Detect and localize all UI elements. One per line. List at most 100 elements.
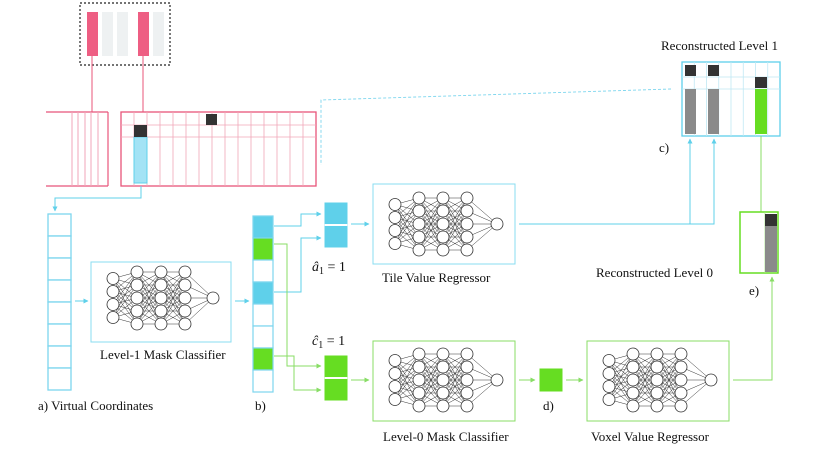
c-hat-cell-1 [324, 355, 348, 378]
nn-neuron [106, 311, 120, 324]
nn-edge [680, 379, 712, 407]
nn-neuron [130, 317, 144, 331]
a-hat-subscript: 1 [319, 266, 324, 277]
nn-neuron [460, 347, 474, 361]
nn-neuron [626, 360, 640, 374]
level1-mask-network [106, 265, 220, 331]
nn-neuron [490, 373, 504, 387]
recon0-frame [739, 211, 779, 274]
nn-edge [656, 353, 682, 394]
c-hat-cell-2 [324, 378, 348, 401]
e-label: e) [749, 283, 759, 298]
nn-edge [160, 271, 186, 312]
level1-grid-left [46, 111, 109, 187]
nn-edge [136, 284, 162, 325]
nn-neuron [178, 291, 192, 305]
nn-edge [394, 353, 420, 387]
nn-neuron [674, 360, 688, 374]
nn-edge [394, 197, 420, 244]
mask-cell [252, 369, 274, 393]
zoom-inset-frame [79, 2, 171, 66]
mask-cell [252, 325, 274, 349]
nn-neuron [674, 347, 688, 361]
nn-neuron [412, 373, 426, 387]
nn-neuron [460, 217, 474, 231]
recon1-column-3 [755, 89, 767, 134]
d-cell [539, 368, 563, 392]
nn-neuron [460, 373, 474, 387]
nn-edge [442, 366, 468, 407]
nn-neuron [412, 360, 426, 374]
a-hat-cell-1 [324, 202, 348, 225]
nn-neuron [460, 230, 474, 244]
nn-neuron [436, 399, 450, 413]
nn-neuron [154, 317, 168, 331]
nn-edge [608, 353, 634, 400]
nn-edge [680, 353, 712, 381]
recon1-marker-2 [708, 65, 719, 76]
virtual-coordinate-cell [47, 213, 72, 237]
tile-value-regressor-box [372, 183, 516, 265]
level1-grid-main [120, 111, 317, 187]
nn-edge [160, 284, 186, 325]
reconstructed-level0-grid [739, 211, 779, 274]
nn-neuron [178, 265, 192, 279]
nn-neuron [412, 347, 426, 361]
inset-column-4 [138, 12, 149, 56]
nn-neuron [650, 360, 664, 374]
nn-neuron [436, 204, 450, 218]
route-b-to-c-bottom [274, 355, 322, 393]
level0-mask-classifier-label: Level-0 Mask Classifier [383, 429, 509, 444]
nn-neuron [130, 278, 144, 292]
c-hat-equation: ĉ1 = 1 [312, 334, 345, 351]
nn-edge [394, 353, 420, 400]
inset-column-2 [102, 12, 113, 56]
c-hat-equals: = 1 [323, 334, 345, 349]
nn-edge [632, 353, 658, 394]
nn-neuron [650, 373, 664, 387]
a-hat-cell-2 [324, 225, 348, 248]
nn-neuron [602, 393, 616, 406]
nn-edge [466, 197, 498, 225]
reconstructed-level1-grid [681, 61, 781, 137]
virtual-coordinate-cell [47, 345, 72, 369]
nn-neuron [154, 278, 168, 292]
nn-neuron [388, 393, 402, 406]
nn-neuron [388, 237, 402, 250]
nn-neuron [460, 243, 474, 257]
c-label: c) [659, 140, 669, 155]
nn-neuron [460, 399, 474, 413]
voxel-to-recon0-line [733, 276, 775, 381]
nn-neuron [178, 278, 192, 292]
nn-edge [466, 223, 498, 251]
nn-neuron [106, 285, 120, 298]
nn-neuron [206, 291, 220, 305]
nn-neuron [412, 204, 426, 218]
nn-neuron [626, 399, 640, 413]
a-hat-symbol: â [312, 260, 319, 275]
voxel-value-regressor-label: Voxel Value Regressor [591, 429, 710, 444]
nn-edge [608, 353, 634, 387]
nn-edge [136, 271, 162, 312]
feedback-dashed-line [320, 88, 672, 165]
active-tile-marker-1 [134, 125, 147, 137]
nn-neuron [602, 367, 616, 380]
mask-cell [252, 237, 274, 261]
virtual-coordinates-column [47, 213, 72, 391]
reconstructed-level0-label: Reconstructed Level 0 [596, 265, 713, 280]
reconstructed-level1-label: Reconstructed Level 1 [661, 38, 778, 53]
nn-neuron [130, 291, 144, 305]
level0-mask-network [388, 347, 504, 413]
b-mask-column [252, 215, 274, 393]
level1-mask-classifier-label: Level-1 Mask Classifier [100, 347, 226, 362]
nn-neuron [490, 217, 504, 231]
virtual-coordinates-label: a) Virtual Coordinates [38, 398, 153, 413]
c-hat-symbol: ĉ [312, 334, 319, 349]
level0-mask-classifier-box [372, 340, 516, 422]
a-hat-equals: = 1 [324, 260, 346, 275]
route-b-to-a-top [274, 211, 322, 227]
level1-mask-classifier-box [90, 261, 232, 343]
mask-cell [252, 303, 274, 327]
recon1-column-2 [708, 89, 719, 134]
